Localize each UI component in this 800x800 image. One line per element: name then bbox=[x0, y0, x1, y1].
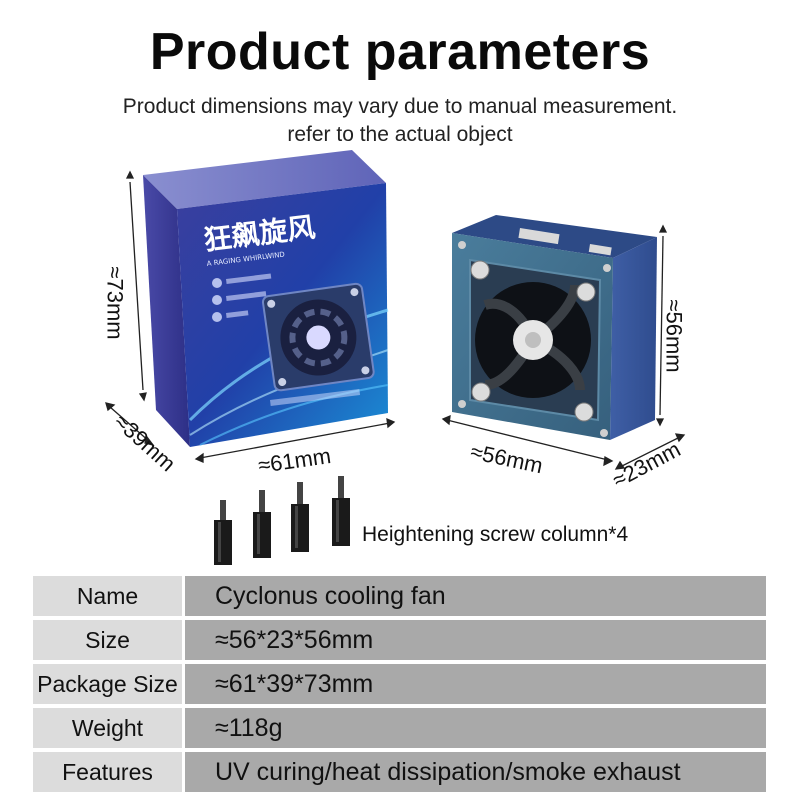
spec-label: Features bbox=[33, 752, 182, 792]
measurement-note: Product dimensions may vary due to manua… bbox=[122, 95, 678, 118]
spec-row-features: Features UV curing/heat dissipation/smok… bbox=[33, 752, 766, 792]
spec-label: Weight bbox=[33, 708, 182, 748]
spec-label: Size bbox=[33, 620, 182, 660]
spec-value: ≈56*23*56mm bbox=[185, 620, 766, 660]
screw-column-2 bbox=[253, 490, 271, 558]
fan-dimension-arrows bbox=[441, 224, 686, 470]
measurement-note-2: refer to the actual object bbox=[287, 123, 513, 146]
spec-label: Package Size bbox=[33, 664, 182, 704]
package-height-label: ≈73mm bbox=[102, 266, 128, 340]
screw-column-3 bbox=[291, 482, 309, 552]
spec-value: Cyclonus cooling fan bbox=[185, 576, 766, 616]
spec-label: Name bbox=[33, 576, 182, 616]
screw-columns bbox=[214, 476, 350, 565]
spec-table: Name Cyclonus cooling fan Size ≈56*23*56… bbox=[33, 576, 766, 796]
page-title: Product parameters bbox=[149, 23, 651, 81]
package-box: 狂飙旋风 A RAGING WHIRLWIND bbox=[143, 150, 389, 447]
screw-column-label: Heightening screw column*4 bbox=[362, 523, 629, 546]
spec-value: UV curing/heat dissipation/smoke exhaust bbox=[185, 752, 766, 792]
fan-height-label: ≈56mm bbox=[661, 299, 687, 373]
spec-row-name: Name Cyclonus cooling fan bbox=[33, 576, 766, 616]
fan-product bbox=[452, 215, 657, 440]
spec-row-package-size: Package Size ≈61*39*73mm bbox=[33, 664, 766, 704]
screw-column-1 bbox=[214, 500, 232, 565]
product-illustration: 狂飙旋风 A RAGING WHIRLWIND bbox=[105, 150, 686, 565]
spec-value: ≈61*39*73mm bbox=[185, 664, 766, 704]
spec-value: ≈118g bbox=[185, 708, 766, 748]
package-dimension-arrows bbox=[105, 170, 396, 463]
spec-row-size: Size ≈56*23*56mm bbox=[33, 620, 766, 660]
spec-row-weight: Weight ≈118g bbox=[33, 708, 766, 748]
screw-column-4 bbox=[332, 476, 350, 546]
